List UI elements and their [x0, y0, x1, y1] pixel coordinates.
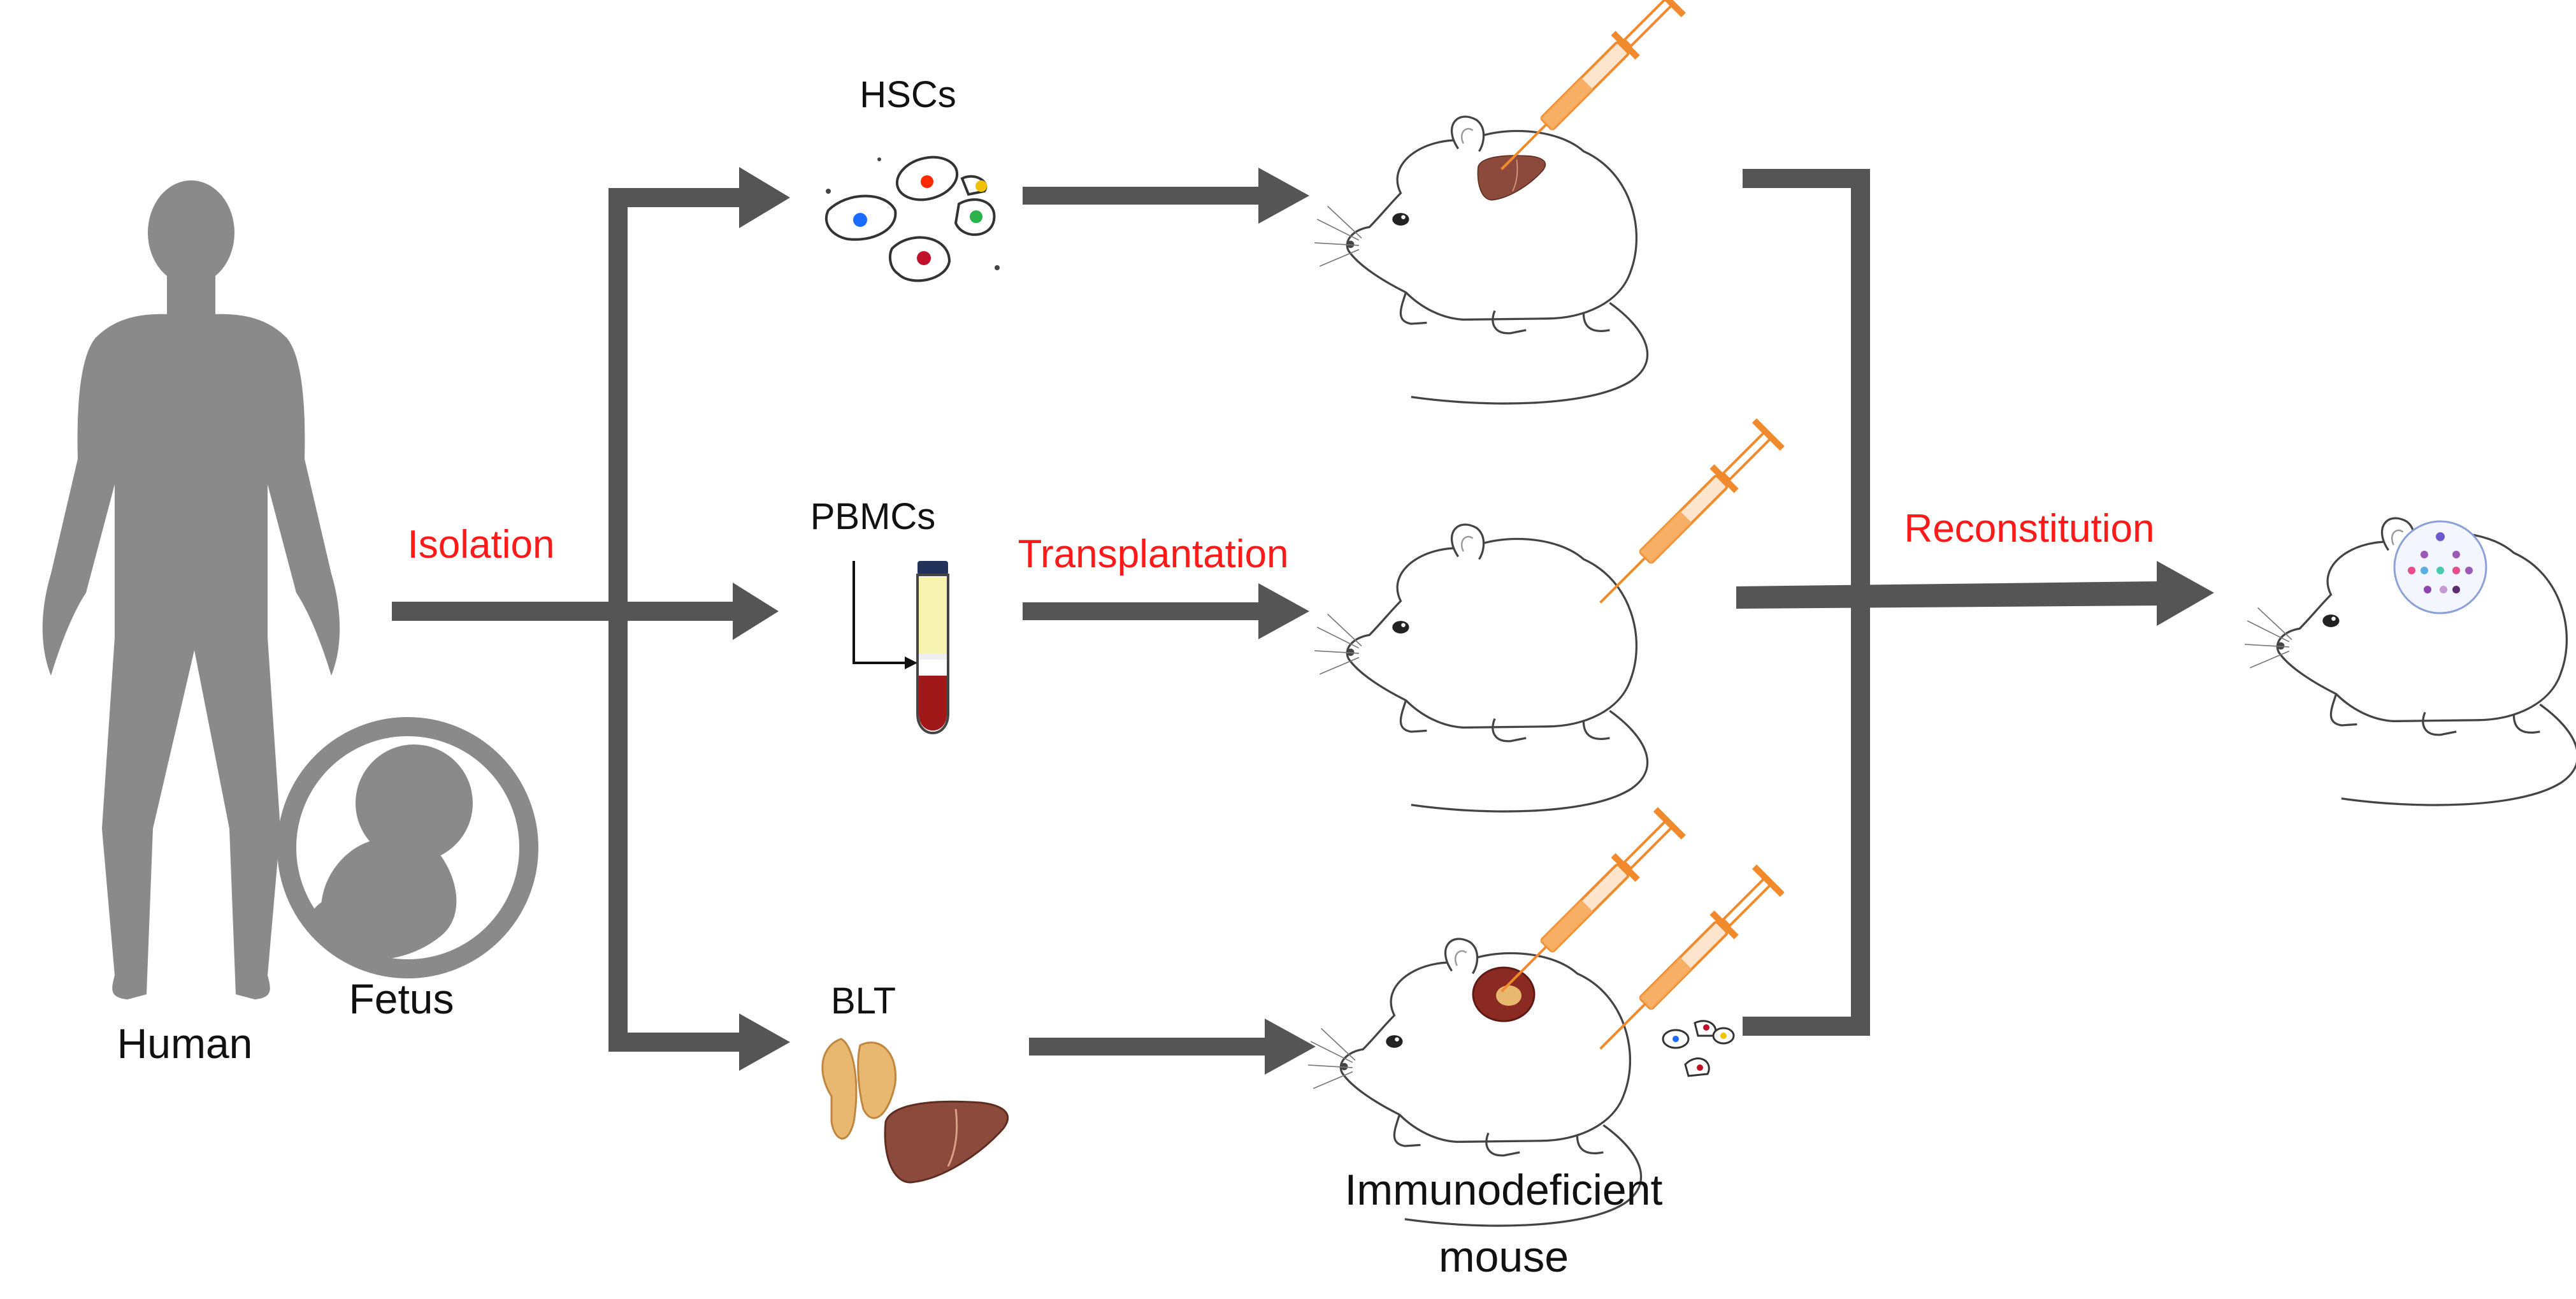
mouse-icon [1313, 115, 1649, 405]
thymus-graft-icon [1472, 966, 1536, 1022]
blood-tube-icon [853, 561, 949, 734]
label-blt: BLT [831, 980, 896, 1022]
stem-cells-icon [824, 149, 1000, 282]
label-immunodeficient: Immunodeficient [1345, 1166, 1663, 1214]
label-mouse: mouse [1439, 1233, 1569, 1281]
step-isolation: Isolation [408, 523, 555, 567]
immune-lineage-icon [2393, 520, 2487, 614]
label-human: Human [117, 1020, 253, 1067]
liver-icon [884, 1100, 1009, 1184]
step-transplantation: Transplantation [1018, 532, 1288, 576]
thymus-icon [821, 1038, 897, 1140]
syringe-icon [1488, 807, 1686, 1005]
label-fetus: Fetus [349, 975, 454, 1022]
mouse-icon [1313, 523, 1649, 813]
label-pbmcs: PBMCs [810, 496, 936, 537]
human-silhouette-icon [42, 180, 340, 999]
stem-cells-icon [1662, 1020, 1735, 1077]
step-reconstitution: Reconstitution [1904, 507, 2155, 551]
label-hscs: HSCs [860, 74, 956, 115]
fetus-icon [277, 717, 538, 978]
arrows [392, 167, 2214, 1075]
